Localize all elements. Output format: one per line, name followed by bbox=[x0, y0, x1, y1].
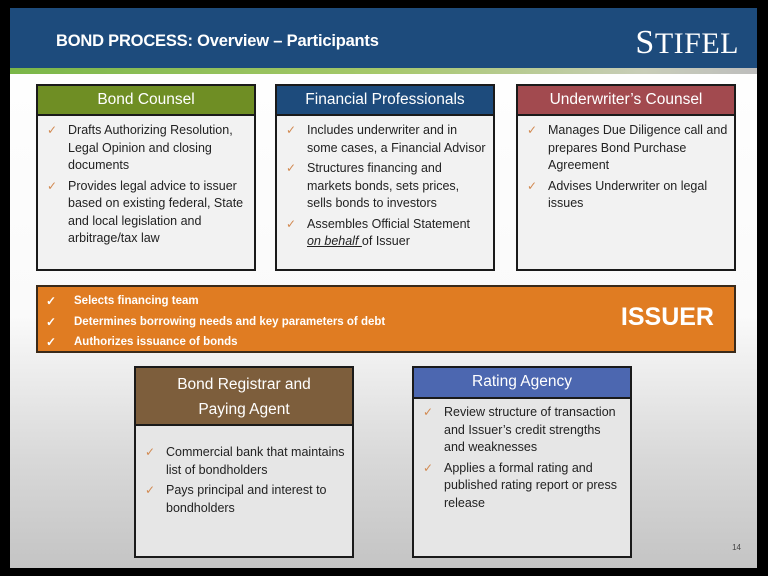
check-icon: ✓ bbox=[46, 294, 57, 308]
bond-counsel-box: Bond Counsel ✓Drafts Authorizing Resolut… bbox=[36, 84, 256, 271]
list-item: ✓Structures financing and markets bonds,… bbox=[286, 161, 460, 210]
underwriters-counsel-box: Underwriter’s Counsel ✓Manages Due Dilig… bbox=[516, 84, 736, 271]
check-icon: ✓ bbox=[527, 123, 538, 137]
underwriters-counsel-header: Underwriter’s Counsel bbox=[518, 86, 734, 116]
check-icon: ✓ bbox=[47, 178, 58, 193]
check-icon: ✓ bbox=[423, 405, 434, 419]
stifel-logo: STIFEL bbox=[635, 24, 739, 61]
list-item: ✓Authorizes issuance of bonds bbox=[38, 332, 734, 353]
list-item: ✓Determines borrowing needs and key para… bbox=[38, 312, 734, 333]
list-item: ✓Applies a formal rating and published r… bbox=[423, 460, 618, 510]
check-icon: ✓ bbox=[46, 314, 57, 329]
list-item: ✓Advises Underwriter on legal issues bbox=[527, 178, 708, 211]
list-item: ✓Review structure of transaction and Iss… bbox=[423, 405, 616, 454]
list-item: ✓Selects financing team bbox=[38, 291, 734, 312]
page-number: 14 bbox=[732, 543, 741, 552]
bond-registrar-header: Bond Registrar and Paying Agent bbox=[136, 368, 352, 426]
check-icon: ✓ bbox=[423, 460, 434, 475]
financial-professionals-box: Financial Professionals ✓Includes underw… bbox=[275, 84, 495, 271]
financial-professionals-header: Financial Professionals bbox=[277, 86, 493, 116]
check-icon: ✓ bbox=[145, 483, 156, 497]
emphasis-text: on behalf bbox=[307, 234, 362, 248]
check-icon: ✓ bbox=[286, 123, 297, 137]
list-item: ✓Commercial bank that maintains list of … bbox=[145, 445, 345, 477]
check-icon: ✓ bbox=[47, 123, 58, 137]
list-item: ✓Provides legal advice to issuer based o… bbox=[47, 178, 244, 246]
list-item: ✓Pays principal and interest to bondhold… bbox=[145, 483, 327, 515]
list-item: ✓Includes underwriter and in some cases,… bbox=[286, 123, 486, 155]
header-accent-stripe bbox=[10, 68, 757, 74]
check-icon: ✓ bbox=[527, 178, 538, 193]
rating-agency-box: Rating Agency ✓Review structure of trans… bbox=[412, 366, 632, 558]
list-item: ✓Assembles Official Statement on behalf … bbox=[286, 216, 471, 249]
slide-title: BOND PROCESS: Overview – Participants bbox=[56, 32, 379, 50]
issuer-box: ✓Selects financing team ✓Determines borr… bbox=[36, 285, 736, 353]
issuer-label: ISSUER bbox=[620, 303, 714, 331]
check-icon: ✓ bbox=[286, 216, 297, 231]
slide: BOND PROCESS: Overview – Participants ST… bbox=[10, 8, 757, 568]
check-icon: ✓ bbox=[286, 161, 297, 175]
bond-counsel-header: Bond Counsel bbox=[38, 86, 254, 116]
check-icon: ✓ bbox=[46, 335, 57, 349]
slide-header: BOND PROCESS: Overview – Participants ST… bbox=[10, 8, 757, 68]
bond-registrar-box: Bond Registrar and Paying Agent ✓Commerc… bbox=[134, 366, 354, 558]
list-item: ✓Manages Due Diligence call and prepares… bbox=[527, 123, 728, 172]
rating-agency-header: Rating Agency bbox=[414, 368, 630, 399]
list-item: ✓Drafts Authorizing Resolution, Legal Op… bbox=[47, 123, 233, 172]
check-icon: ✓ bbox=[145, 445, 156, 459]
